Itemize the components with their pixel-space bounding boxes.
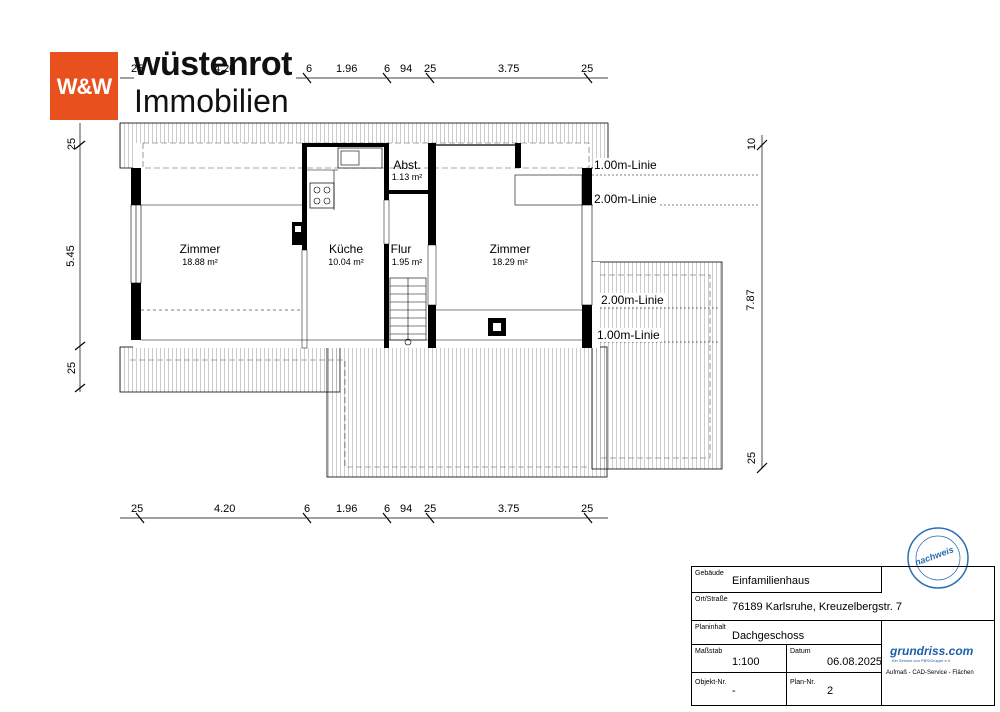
tb-datum-value: 06.08.2025 (827, 656, 883, 668)
dim-bottom-4: 6 (384, 503, 391, 515)
tb-planinhalt-label: Planinhalt (695, 624, 726, 631)
tb-massstab-value: 1:100 (732, 656, 760, 668)
dim-bottom-1: 4.20 (214, 503, 236, 515)
dim-bottom-0: 25 (131, 503, 144, 515)
wall-mid-1 (302, 143, 307, 348)
stove (309, 182, 335, 209)
dim-left-0: 25 (66, 137, 78, 151)
room-name-kueche: Küche (328, 242, 364, 256)
brand-line-2: Immobilien (134, 82, 291, 120)
dim-right-1: 7.87 (745, 289, 757, 311)
wall-abst (387, 190, 430, 194)
tb-massstab-label: Maßstab (695, 648, 723, 655)
room-name-zimmer-2: Zimmer (489, 242, 531, 256)
tb-row-planinhalt: Planinhalt Dachgeschoss (692, 621, 882, 645)
wall-mid-2 (384, 143, 389, 348)
dim-top-8: 25 (581, 63, 594, 75)
wall-top-kitchen (305, 143, 387, 147)
room-area-flur: 1.95 m² (391, 257, 423, 267)
tb-plan-value: 2 (827, 685, 834, 697)
dim-bottom-8: 25 (581, 503, 594, 515)
room-area-kueche: 10.04 m² (328, 257, 364, 267)
dim-bottom-5: 94 (400, 503, 413, 515)
dim-bottom-7: 3.75 (498, 503, 520, 515)
chimney-left (292, 222, 304, 245)
tb-datum-label: Datum (790, 648, 811, 655)
dim-left-2: 25 (66, 361, 78, 375)
tb-objekt-value: - (732, 685, 736, 697)
tb-row-massstab: Maßstab 1:100 (692, 645, 787, 673)
staircase (389, 277, 427, 346)
room-name-abst: Abst. (393, 158, 421, 172)
dim-top-6: 25 (424, 63, 437, 75)
room-name-flur: Flur (390, 242, 412, 256)
room-area-abst: 1.13 m² (391, 172, 423, 182)
tb-planinhalt-value: Dachgeschoss (732, 630, 805, 642)
tb-plan-label: Plan-Nr. (790, 679, 816, 686)
room-area-zimmer-1: 18.88 m² (182, 257, 218, 267)
room-name-zimmer-1: Zimmer (179, 242, 221, 256)
dim-top-7: 3.75 (498, 63, 520, 75)
grundriss-subline: Ein Service von PBS/Gruppe e.V. (892, 658, 952, 663)
height-line-1m-bottom: 1.00m-Linie (596, 328, 661, 342)
height-line-2m-bottom: 2.00m-Linie (600, 293, 665, 307)
dim-top-3: 1.96 (336, 63, 358, 75)
tb-ort-value: 76189 Karlsruhe, Kreuzelbergstr. 7 (732, 601, 902, 613)
height-line-2m-top: 2.00m-Linie (593, 192, 658, 206)
tb-row-datum: Datum 06.08.2025 (787, 645, 882, 673)
tb-ort-label: Ort/Straße (695, 596, 728, 603)
ww-logo: W&W (50, 52, 118, 120)
grundriss-services: Aufmaß - CAD-Service - Flächen (886, 670, 974, 676)
tb-row-gebaeude: Gebäude Einfamilienhaus (692, 567, 882, 593)
roof-eave-bottom-left (119, 346, 341, 393)
dim-top-5: 94 (400, 63, 413, 75)
tb-gebaeude-value: Einfamilienhaus (732, 575, 810, 587)
dim-right-2: 25 (746, 451, 758, 465)
tb-row-ort: Ort/Straße 76189 Karlsruhe, Kreuzelbergs… (692, 593, 994, 621)
grundriss-logo: grundriss.com (890, 644, 974, 658)
dim-left-1: 5.45 (65, 245, 77, 267)
tb-row-plan: Plan-Nr. 2 (787, 673, 882, 705)
dim-top-2: 6 (306, 63, 313, 75)
brand-line-1: wüstenrot (134, 44, 296, 84)
tb-gebaeude-label: Gebäude (695, 570, 724, 577)
dim-bottom-2: 6 (304, 503, 311, 515)
dim-top-4: 6 (384, 63, 391, 75)
dim-top-0: 25 (131, 63, 144, 75)
tb-objekt-label: Objekt-Nr. (695, 679, 727, 686)
height-line-1m-top: 1.00m-Linie (593, 158, 658, 172)
sink (337, 147, 383, 169)
dim-top-1: 4.20 (214, 63, 236, 75)
dim-bottom-3: 1.96 (336, 503, 358, 515)
dim-right-0: 10 (746, 137, 758, 151)
title-block: Gebäude Einfamilienhaus Ort/Straße 76189… (691, 566, 995, 706)
logo-mark: W&W (56, 74, 112, 99)
floor-area (133, 143, 591, 348)
room-area-zimmer-2: 18.29 m² (492, 257, 528, 267)
dim-bottom-6: 25 (424, 503, 437, 515)
roof-eave-bottom-main (326, 346, 608, 478)
tb-row-objekt: Objekt-Nr. - (692, 673, 787, 705)
